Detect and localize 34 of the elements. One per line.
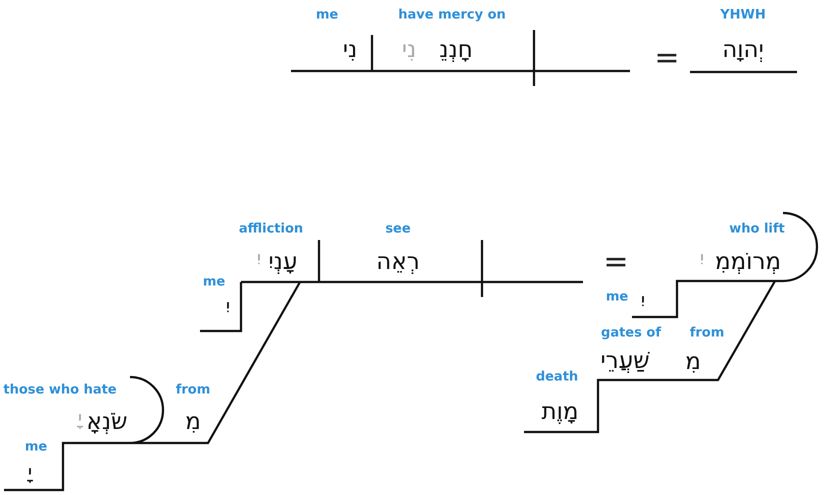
hebrew-word: שֹׂנְאָ: [86, 409, 128, 435]
implied-suffix: נִי: [402, 37, 416, 63]
hebrew-word: יָ: [28, 460, 32, 484]
gloss: me: [24, 440, 48, 454]
gloss: me: [316, 8, 338, 22]
hebrew-word: שַׁעֲרֵי: [600, 348, 650, 374]
hebrew-word: מִ: [185, 409, 201, 435]
gloss: from: [176, 382, 210, 398]
hebrew-word: יִ: [226, 294, 230, 318]
gloss: who lift: [729, 222, 785, 236]
hebrew-word: מִ: [685, 349, 701, 375]
gloss: affliction: [238, 222, 304, 236]
gloss: those who hate: [3, 382, 117, 398]
hebrew-word: עָנְיִ: [268, 249, 298, 275]
gloss: YHWH: [720, 8, 766, 22]
hebrew-word: רְאֵה: [376, 249, 420, 275]
gloss: gates of: [601, 326, 661, 340]
gloss: me: [202, 274, 226, 290]
gloss: have mercy on: [398, 8, 506, 22]
hebrew-word: נִי: [342, 37, 358, 63]
gloss: me: [606, 290, 628, 304]
implied-suffix: יִ: [700, 246, 704, 270]
implied-suffix: יָ: [78, 406, 82, 430]
gloss: see: [385, 222, 411, 236]
implied-suffix: יִ: [256, 246, 262, 270]
hebrew-word: מְרוֹמְמִ: [714, 249, 782, 275]
hebrew-word: יִ: [640, 288, 646, 312]
hebrew-word: חָנְנֵ: [439, 37, 473, 63]
gloss: from: [690, 326, 724, 340]
gloss: death: [536, 370, 578, 384]
hebrew-word: יְהוָה: [722, 37, 764, 63]
equals-sign: =: [654, 40, 680, 76]
equals-sign: =: [603, 244, 629, 280]
hebrew-word: מָוֶת: [542, 399, 578, 425]
